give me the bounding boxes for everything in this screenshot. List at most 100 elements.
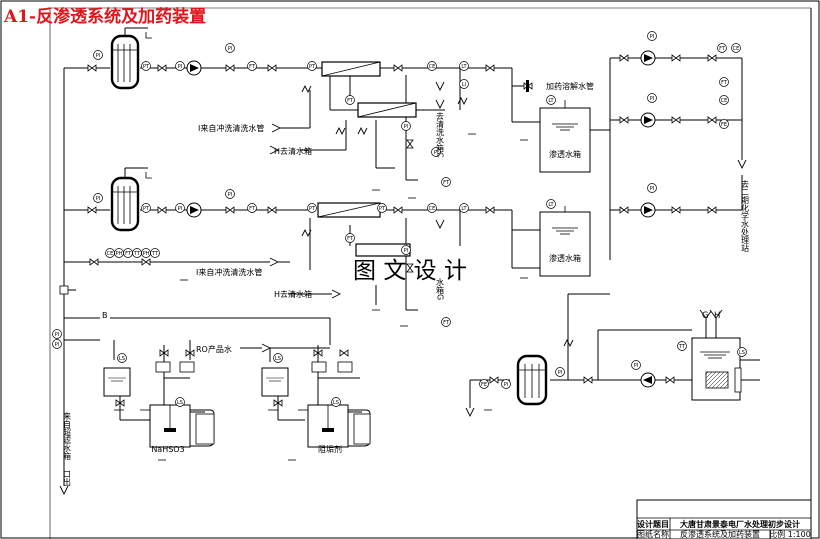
inst-ps6: CE — [721, 98, 728, 104]
permeate-tank-2 — [539, 206, 591, 277]
ro-membrane-2a — [317, 202, 381, 218]
inst-flt1: PI — [96, 53, 101, 59]
h-label: H — [714, 311, 720, 321]
inst-m6: LI — [462, 82, 466, 88]
inst-bot1: FE — [481, 382, 487, 388]
inst-p1: PI — [178, 64, 183, 70]
inst-m3: PI — [404, 124, 409, 130]
inst-m1: PT — [309, 64, 316, 70]
ro-membrane-1a — [321, 61, 381, 77]
transfer-pump-2 — [640, 112, 656, 128]
dosing-tank-nahso3-label: NaHSO3 — [151, 445, 184, 454]
ro-product-label: RO产品水 — [196, 344, 232, 354]
inst-q3: FT — [249, 206, 256, 212]
inst-n3: PI — [404, 248, 409, 254]
drain-points — [114, 32, 528, 461]
inst-i5: PH — [143, 251, 150, 257]
inst-m4: CE — [429, 64, 436, 70]
security-filter-3 — [516, 354, 548, 406]
inst-lt1: LT — [548, 98, 554, 104]
security-filter-2 — [110, 167, 148, 232]
flow-arrows — [59, 81, 747, 496]
to-dosing-label: 加药溶解水管 — [546, 81, 594, 91]
inst-bot2: PI — [504, 382, 509, 388]
inst-ps2: FT — [719, 46, 726, 52]
inst-hx1: TT — [678, 344, 686, 350]
clean-tank-g-label: 水箱G — [436, 277, 445, 300]
inst-ps7: PI — [650, 186, 655, 192]
inst-m5: LT — [461, 64, 467, 70]
diagram-title: A1-反渗透系统及加药装置 — [3, 6, 206, 27]
inst-q2: PI — [228, 192, 233, 198]
inst-feed1: PI — [55, 332, 60, 338]
flow-meter — [59, 285, 69, 295]
line-b-label: B — [102, 311, 108, 320]
title-block — [636, 499, 812, 539]
high-pressure-pump-2 — [186, 202, 202, 218]
inst-n2: FT — [347, 236, 354, 242]
permeate-tank-2-label: 渗透水箱 — [549, 253, 581, 263]
to-clean-tank-label-2: H去清水箱 — [274, 289, 312, 299]
inst-i3: FT — [125, 251, 132, 257]
inst-ps5: FT — [721, 80, 728, 86]
dosing-tank-antiscalant — [261, 361, 371, 448]
inst-p2: PI — [228, 46, 233, 52]
inst-n1: PT — [309, 206, 316, 212]
inst-n4: CE — [429, 206, 436, 212]
inst-bot3: PI — [558, 370, 563, 376]
inst-dose2: LS — [275, 356, 281, 362]
to-clean-tank-label-1: H去清水箱 — [274, 146, 312, 156]
inst-dose1: LS — [119, 356, 125, 362]
inst-flt1b: PT — [143, 64, 150, 70]
watermark: 图 文 设 计 — [353, 258, 467, 284]
inst-hx2: LS — [739, 350, 745, 356]
high-pressure-pump-1 — [186, 60, 202, 76]
cleaning-tank — [691, 337, 742, 401]
inst-q1: PI — [178, 206, 183, 212]
check-valves — [301, 84, 574, 348]
inst-p3: FT — [249, 64, 256, 70]
dosing-tank-antiscalant-label: 阻垢剂 — [318, 444, 342, 454]
to-clean-tank-c-label: 去清洗水箱C — [436, 111, 445, 158]
inst-c2: PI — [434, 150, 439, 156]
title-block-r2c1: 图纸名称 — [637, 529, 669, 539]
inst-i4: TT — [133, 251, 141, 257]
cleaning-pump — [640, 372, 656, 388]
inst-n5: LT — [461, 206, 467, 212]
inst-lt2: LT — [548, 202, 554, 208]
permeate-tank-1-label: 渗透水箱 — [549, 149, 581, 159]
dosing-tank-nahso3 — [103, 361, 215, 448]
inst-flt2b: PT — [143, 206, 150, 212]
to-stage2-label: 去二期化学水处理站 — [741, 179, 750, 253]
flush-pipe-label-1: I来自冲洗清洗水管 — [198, 123, 264, 133]
inst-dose2b: LS — [333, 400, 339, 406]
dosing-inlet-marker — [526, 80, 529, 92]
inst-ps8: FE — [721, 122, 727, 128]
security-filter-1 — [110, 27, 148, 90]
permeate-tank-1 — [539, 100, 591, 173]
inst-ps3: CE — [733, 46, 740, 52]
transfer-pump-1 — [640, 50, 656, 66]
inst-dose1b: LS — [177, 400, 183, 406]
from-filter-label: 来自超滤水箱 — [63, 412, 72, 461]
inst-feed2: PI — [55, 342, 60, 348]
inst-c1: FT — [443, 180, 450, 186]
inst-hx3: PI — [634, 363, 639, 369]
inst-n6: PT — [379, 206, 386, 212]
title-block-r2c3: 比例 1:100 — [769, 529, 811, 539]
inst-i2: PH — [116, 251, 123, 257]
ro-membrane-1b — [357, 102, 417, 118]
inst-ps4: PI — [650, 96, 655, 102]
inst-ps1: PI — [650, 34, 655, 40]
inst-i6: TT — [151, 251, 159, 257]
inst-flt2: PI — [96, 196, 101, 202]
instrument-bubbles: PI PT PI PI FT PT FT PI CE LT LI PI PT P… — [52, 31, 747, 407]
inst-i1: CE — [107, 251, 114, 257]
inst-g1: FT — [443, 320, 450, 326]
flush-pipe-label-2: I来自冲洗清洗水管 — [196, 267, 262, 277]
transfer-pump-3 — [640, 202, 656, 218]
title-block-r2c2: 反渗透系统及加药装置 — [680, 529, 760, 539]
title-block-r1c1: 设计题目 — [637, 519, 669, 529]
inst-m2: FT — [347, 98, 354, 104]
